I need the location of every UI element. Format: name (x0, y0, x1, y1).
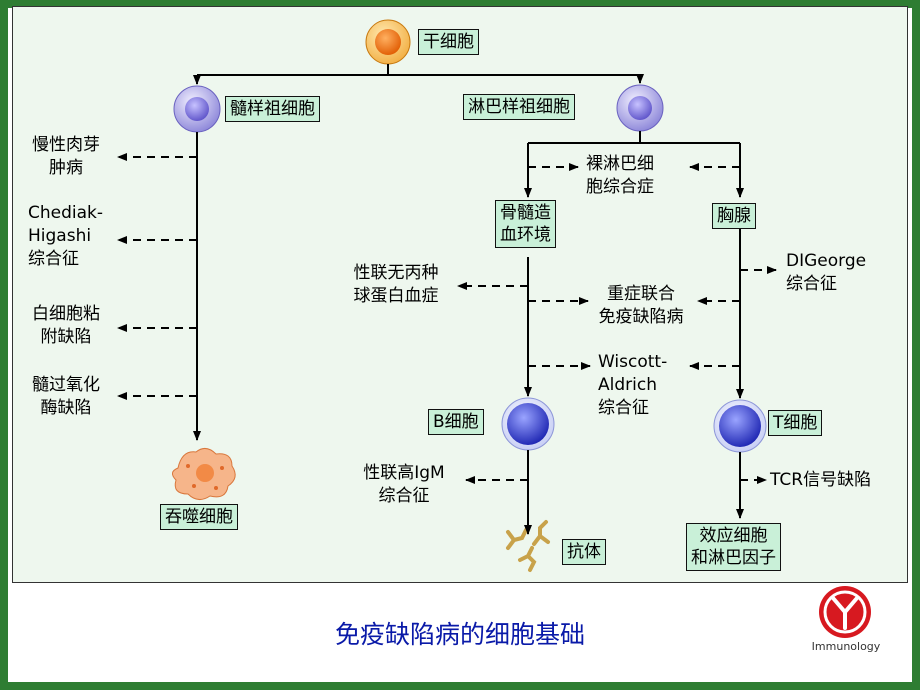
effector-line-2: 和淋巴因子 (691, 548, 776, 568)
disease-scid: 重症联合免疫缺陷病 (598, 284, 684, 327)
myeloid-progenitor-icon (173, 85, 221, 133)
antibody-label: 抗体 (562, 539, 606, 565)
disease-cgd: 慢性肉芽肿病 (32, 135, 100, 178)
stem-cell-label: 干细胞 (418, 29, 479, 55)
bone-marrow-line-1: 骨髓造 (500, 203, 551, 223)
page-title: 免疫缺陷病的细胞基础 (334, 620, 585, 649)
bone-marrow-line-2: 血环境 (500, 225, 551, 245)
phagocyte-label: 吞噬细胞 (160, 504, 238, 530)
t-cell-label: T细胞 (768, 410, 823, 436)
lymphoid-progenitor-label: 淋巴样祖细胞 (463, 94, 575, 120)
disease-bare-lymphocyte: 裸淋巴细胞综合症 (586, 154, 654, 197)
stem-cell-icon (365, 19, 411, 65)
logo-text: Immunology (811, 640, 881, 653)
effector-label: 效应细胞 和淋巴因子 (686, 523, 781, 571)
myeloid-progenitor-label: 髓样祖细胞 (225, 96, 320, 122)
phagocyte-icon (172, 448, 236, 500)
bone-marrow-label: 骨髓造 血环境 (495, 200, 556, 248)
b-cell-icon (501, 397, 555, 451)
disease-tcr-defect: TCR信号缺陷 (770, 470, 872, 490)
disease-mpo: 髓过氧化酶缺陷 (32, 375, 100, 418)
b-cell-label: B细胞 (428, 409, 484, 435)
t-cell-icon (713, 399, 767, 453)
diagram-panel (12, 6, 908, 583)
thymus-label: 胸腺 (712, 203, 756, 229)
disease-lad: 白细胞粘附缺陷 (32, 304, 100, 347)
effector-line-1: 效应细胞 (699, 526, 768, 546)
lymphoid-progenitor-icon (616, 84, 664, 132)
immunology-logo (819, 586, 871, 638)
disease-xla: 性联无丙种球蛋白血症 (353, 263, 439, 306)
